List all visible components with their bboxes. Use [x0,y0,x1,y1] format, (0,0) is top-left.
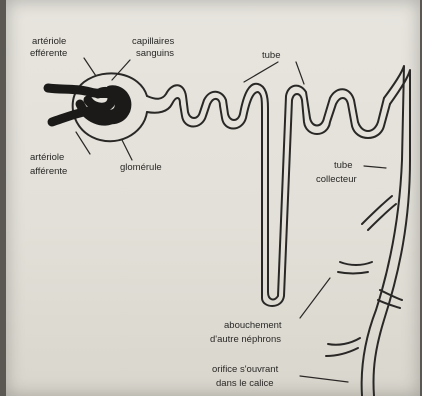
label-arteriole-efferente-1: artériole [32,36,66,47]
label-arteriole-afferente-2: afférente [30,166,67,177]
label-orifice-1: orifice s'ouvrant [212,364,279,375]
label-tube-collecteur-1: tube [334,160,353,171]
label-tube-collecteur-2: collecteur [316,174,357,185]
label-abouchement-1: abouchement [224,320,282,331]
label-capillaires-2: sanguins [136,48,174,59]
label-tube: tube [262,50,281,61]
collecting-duct [326,66,410,396]
glomerulus-capillaries [48,88,127,122]
label-glomerule: glomérule [120,162,162,173]
label-arteriole-afferente-1: artériole [30,152,64,163]
label-abouchement-2: d'autre néphrons [210,334,281,345]
label-capillaires-1: capillaires [132,36,174,47]
label-orifice-2: dans le calice [216,378,274,389]
label-arteriole-efferente-2: efférente [30,48,67,59]
